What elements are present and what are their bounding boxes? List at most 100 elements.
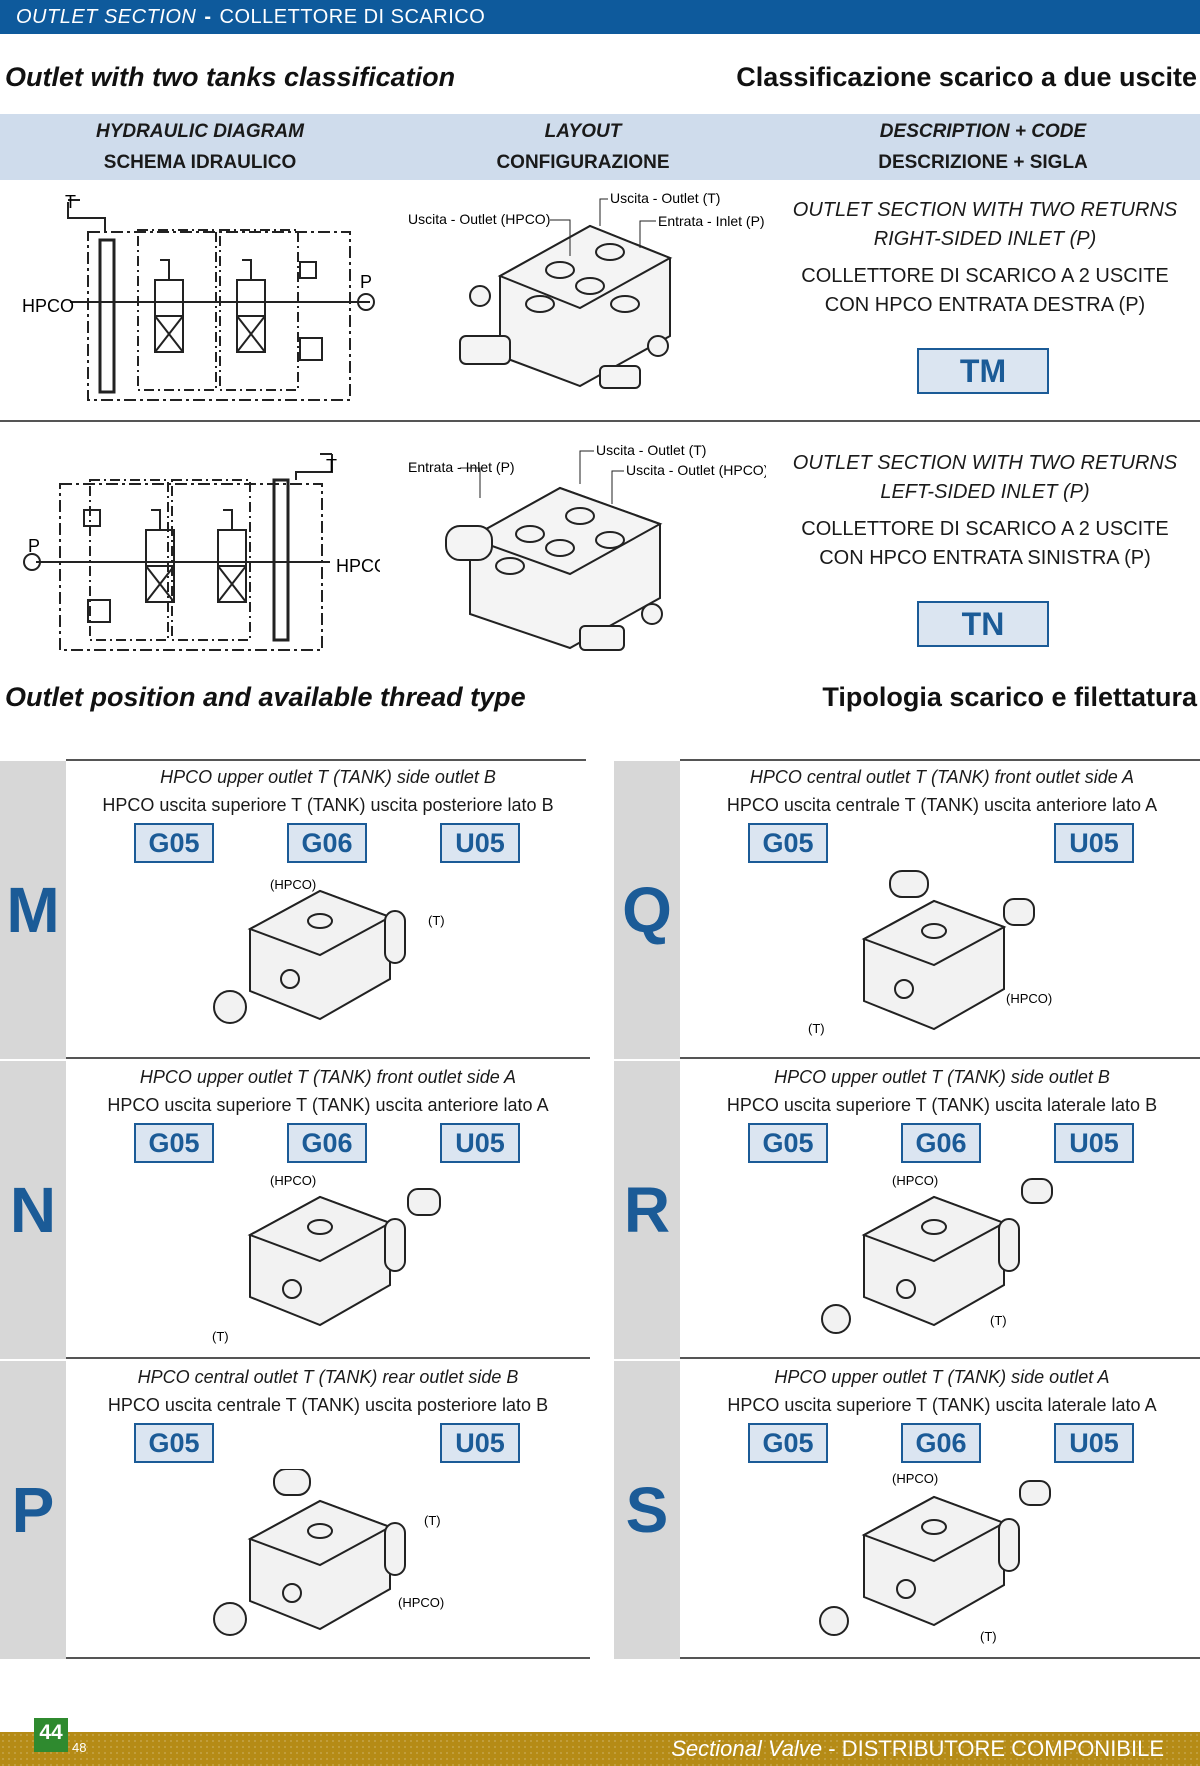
header-col-description: DESCRIPTION + CODE DESCRIZIONE + SIGLA — [766, 114, 1200, 180]
section2-title-en: Outlet position and available thread typ… — [5, 682, 526, 712]
drawing-label-hpco: (HPCO) — [270, 877, 316, 892]
layout-drawing-tm: Uscita - Outlet (T) Uscita - Outlet (HPC… — [408, 190, 765, 389]
drawing-label-hpco: (HPCO) — [892, 1471, 938, 1486]
thread-code-u05: U05 — [440, 1423, 520, 1463]
table-header: HYDRAULIC DIAGRAM SCHEMA IDRAULICO LAYOU… — [0, 114, 1200, 180]
thread-code-g05: G05 — [748, 1423, 828, 1463]
diagram2-p-label: P — [28, 536, 40, 556]
code-tm: TM — [917, 348, 1049, 394]
thread-code-g06: G06 — [287, 1123, 367, 1163]
drawing-label-hpco: (HPCO) — [1006, 991, 1052, 1006]
panel-letter: M — [6, 874, 60, 946]
tm-desc-it-2: CON HPCO ENTRATA DESTRA (P) — [824, 294, 1146, 316]
header-separator: - — [204, 6, 212, 28]
code-tn: TN — [917, 601, 1049, 647]
thread-code-u05: U05 — [1054, 1123, 1134, 1163]
drawing-label-t: (T) — [980, 1629, 997, 1644]
footer-title-it: DISTRIBUTORE COMPONIBILE — [841, 1736, 1164, 1761]
thread-code-g05: G05 — [748, 823, 828, 863]
layout-label-b: Uscita - Outlet (HPCO) — [408, 211, 550, 227]
panels-top-line-right — [680, 759, 1200, 761]
footer-separator: - — [828, 1736, 836, 1761]
header-title-en: OUTLET SECTION — [16, 6, 197, 28]
tm-desc-en-1: OUTLET SECTION WITH TWO RETURNS — [792, 199, 1178, 221]
panel-title-en: HPCO upper outlet T (TANK) side outlet A — [774, 1367, 1110, 1387]
tm-desc-it-1: COLLETTORE DI SCARICO A 2 USCITE — [801, 265, 1169, 287]
header-col-description-it: DESCRIZIONE + SIGLA — [878, 152, 1088, 173]
hydraulic-diagram-tn: T HPCO P — [23, 453, 380, 651]
page-number-small: 48 — [72, 1740, 87, 1755]
panel-title-en: HPCO central outlet T (TANK) front outle… — [749, 767, 1135, 787]
outlet-panel-n: N HPCO upper outlet T (TANK) front outle… — [0, 1061, 590, 1359]
panel-title-it: HPCO uscita centrale T (TANK) uscita pos… — [107, 1395, 549, 1415]
drawing-label-t: (T) — [424, 1513, 441, 1528]
panel-title-it: HPCO uscita centrale T (TANK) uscita ant… — [726, 795, 1158, 815]
panel-side-strip — [0, 1061, 66, 1359]
tn-description: OUTLET SECTION WITH TWO RETURNS LEFT-SID… — [770, 449, 1200, 573]
tn-desc-it-2: CON HPCO ENTRATA SINISTRA (P) — [819, 547, 1151, 569]
section1-title-it: Classificazione scarico a due uscite — [736, 62, 1197, 92]
panel-side-strip — [614, 761, 680, 1059]
outlet-drawing-n: (HPCO) (T) — [212, 1173, 441, 1344]
drawing-label-t: (T) — [808, 1021, 825, 1036]
drawing-label-t: (T) — [212, 1329, 229, 1344]
layout-drawing-tn: Entrata - Inlet (P) Uscita - Outlet (T) … — [408, 442, 766, 651]
panel-letter: N — [9, 1174, 57, 1246]
panel-title-en: HPCO upper outlet T (TANK) side outlet B — [160, 767, 496, 787]
row-divider — [0, 420, 1200, 422]
top-header-bar: OUTLET SECTION-COLLETTORE DI SCARICO — [0, 0, 1200, 34]
footer-title-en: Sectional Valve — [671, 1736, 823, 1761]
panel-letter: Q — [622, 874, 672, 946]
tn-desc-en-2: LEFT-SIDED INLET (P) — [880, 481, 1090, 503]
layout-label-a: Uscita - Outlet (T) — [610, 190, 720, 206]
outlet-drawing-q: (T) (HPCO) — [808, 870, 1052, 1036]
panels-top-line-left — [66, 759, 586, 761]
section1-title-en: Outlet with two tanks classification — [5, 62, 456, 92]
layout2-label-c: Uscita - Outlet (HPCO) — [626, 462, 766, 478]
thread-code-g06: G06 — [287, 823, 367, 863]
thread-code-g05: G05 — [134, 1123, 214, 1163]
panel-letter: P — [11, 1474, 55, 1546]
outlet-panel-q: Q HPCO central outlet T (TANK) front out… — [614, 761, 1200, 1059]
drawing-label-hpco: (HPCO) — [270, 1173, 316, 1188]
header-col-diagram: HYDRAULIC DIAGRAM SCHEMA IDRAULICO — [0, 114, 400, 180]
thread-code-u05: U05 — [1054, 1423, 1134, 1463]
layout-label-c: Entrata - Inlet (P) — [658, 213, 765, 229]
page-number: 44 — [34, 1718, 68, 1752]
panel-side-strip — [614, 1361, 680, 1659]
diagram-p-label: P — [360, 272, 372, 292]
thread-code-u05: U05 — [1054, 823, 1134, 863]
tn-desc-it-1: COLLETTORE DI SCARICO A 2 USCITE — [801, 518, 1169, 540]
tm-description: OUTLET SECTION WITH TWO RETURNS RIGHT-SI… — [770, 196, 1200, 320]
header-col-layout: LAYOUT CONFIGURAZIONE — [400, 114, 766, 180]
diagram-t-label: T — [65, 192, 76, 212]
diagram2-hpco-label: HPCO — [336, 556, 380, 576]
outlet-drawing-m: (HPCO) (T) — [213, 877, 445, 1024]
drawing-label-t: (T) — [428, 913, 445, 928]
header-col-layout-it: CONFIGURAZIONE — [496, 152, 670, 173]
outlet-drawing-r: (HPCO) (T) — [821, 1173, 1053, 1334]
header-col-diagram-en: HYDRAULIC DIAGRAM — [96, 121, 304, 142]
panel-title-en: HPCO central outlet T (TANK) rear outlet… — [137, 1367, 519, 1387]
outlet-drawing-p: (T) (HPCO) — [213, 1469, 444, 1636]
panel-title-it: HPCO uscita superiore T (TANK) uscita la… — [727, 1395, 1157, 1415]
outlet-panel-s: S HPCO upper outlet T (TANK) side outlet… — [614, 1361, 1200, 1659]
thread-code-g05: G05 — [748, 1123, 828, 1163]
header-col-diagram-it: SCHEMA IDRAULICO — [103, 152, 297, 173]
tm-desc-en-2: RIGHT-SIDED INLET (P) — [873, 228, 1097, 250]
outlet-panel-p: P HPCO central outlet T (TANK) rear outl… — [0, 1361, 590, 1659]
drawing-label-hpco: (HPCO) — [398, 1595, 444, 1610]
panel-letter: S — [625, 1474, 669, 1546]
header-col-description-en: DESCRIPTION + CODE — [879, 121, 1087, 142]
layout2-label-a: Entrata - Inlet (P) — [408, 459, 515, 475]
drawing-label-t: (T) — [990, 1313, 1007, 1328]
diagram-hpco-label: HPCO — [22, 296, 74, 316]
thread-code-g06: G06 — [901, 1423, 981, 1463]
outlet-panel-r: R HPCO upper outlet T (TANK) side outlet… — [614, 1061, 1200, 1359]
panel-side-strip — [0, 761, 66, 1059]
header-title-it: COLLETTORE DI SCARICO — [219, 6, 486, 28]
thread-code-u05: U05 — [440, 823, 520, 863]
footer-bar: Sectional Valve - DISTRIBUTORE COMPONIBI… — [0, 1732, 1200, 1766]
panel-side-strip — [0, 1361, 66, 1659]
panel-title-it: HPCO uscita superiore T (TANK) uscita po… — [102, 795, 554, 815]
